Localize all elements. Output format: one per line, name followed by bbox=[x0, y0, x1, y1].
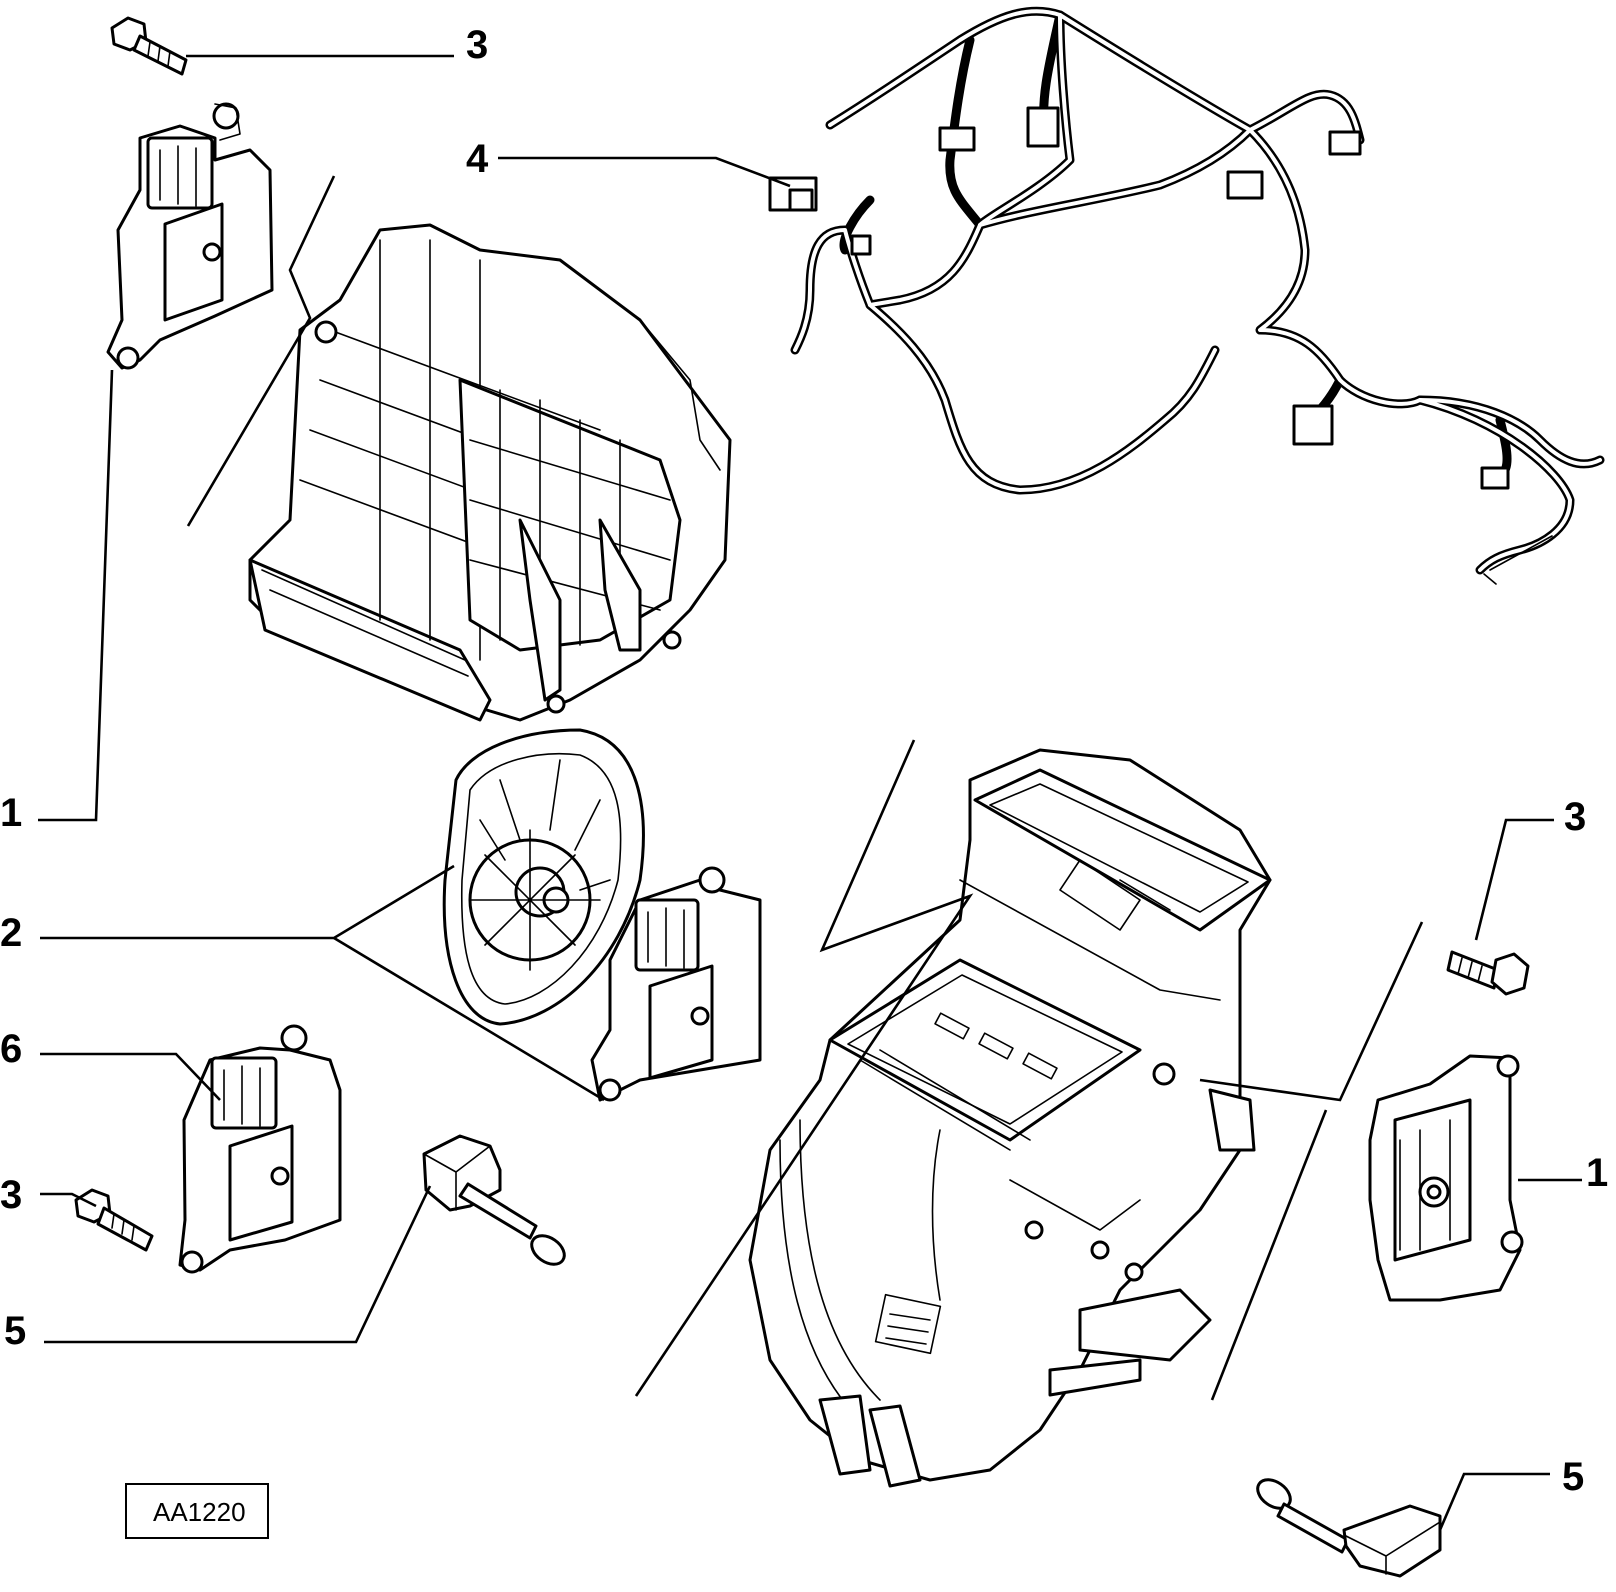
callout-label: 2 bbox=[0, 911, 22, 955]
bolt-right bbox=[1446, 950, 1530, 996]
callout-label: 1 bbox=[0, 791, 22, 835]
blower-housing-upper bbox=[248, 223, 732, 722]
callout-label: 3 bbox=[466, 23, 488, 67]
hvac-housing-lower bbox=[748, 748, 1272, 1488]
callout-labels: 3 4 1 2 6 3 5 3 1 5 bbox=[0, 23, 1608, 1499]
reference-code: AA1220 bbox=[153, 1497, 246, 1527]
callout-label: 5 bbox=[4, 1309, 26, 1353]
temperature-sensor-left bbox=[422, 1134, 566, 1266]
reference-code-box: AA1220 bbox=[125, 1483, 269, 1539]
callout-label: 6 bbox=[0, 1027, 22, 1071]
bolt-top-left bbox=[110, 16, 188, 76]
bolt-left-lower bbox=[74, 1188, 154, 1252]
actuator-top-left bbox=[106, 102, 274, 370]
temperature-sensor-right bbox=[1256, 1478, 1442, 1578]
actuator-right bbox=[1368, 1054, 1524, 1302]
callout-label: 4 bbox=[466, 137, 489, 181]
callout-label: 1 bbox=[1586, 1151, 1608, 1195]
callout-label: 5 bbox=[1562, 1455, 1584, 1499]
actuator-left-lower bbox=[178, 1024, 342, 1274]
fan-cover bbox=[442, 728, 645, 1026]
actuator-center bbox=[590, 866, 762, 1102]
leader-lines bbox=[38, 54, 1582, 1531]
wiring-harness bbox=[768, 6, 1605, 585]
callout-label: 3 bbox=[1564, 795, 1586, 839]
callout-label: 3 bbox=[0, 1173, 22, 1217]
